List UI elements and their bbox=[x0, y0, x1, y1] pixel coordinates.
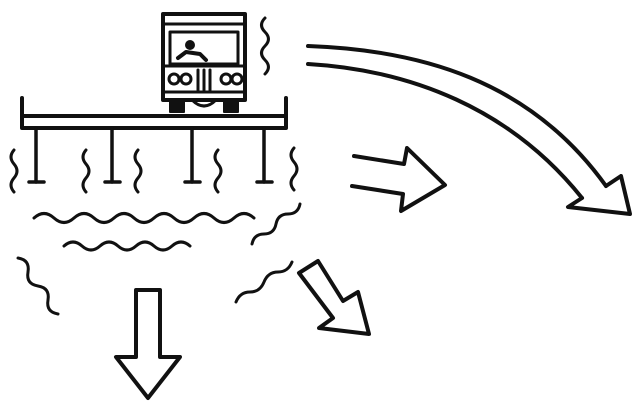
curved-arrow-icon bbox=[306, 44, 632, 216]
truck-icon bbox=[161, 12, 247, 113]
arrow-down-right-icon bbox=[297, 259, 371, 336]
truck-vibration-wave bbox=[260, 16, 270, 76]
viaduct-deck bbox=[20, 96, 288, 130]
ground-vibration-waves bbox=[9, 146, 302, 316]
pier-columns bbox=[27, 126, 274, 184]
arrow-right-icon bbox=[350, 146, 447, 213]
arrow-down-icon bbox=[114, 288, 182, 400]
